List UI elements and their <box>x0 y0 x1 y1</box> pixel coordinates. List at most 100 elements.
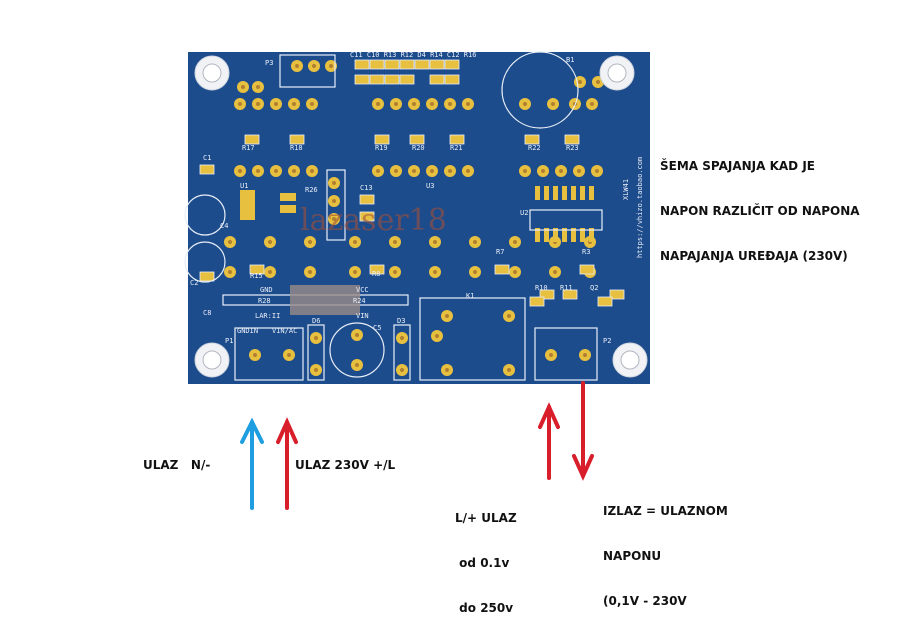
silk-label-c5: C5 <box>373 324 381 332</box>
smd-pad <box>564 134 580 145</box>
smd-pad <box>529 296 545 307</box>
mounting-hole <box>599 55 635 91</box>
pad-hole <box>430 102 434 106</box>
smd-pad <box>399 74 415 85</box>
pad-hole <box>332 181 336 185</box>
silk-label-u2: U2 <box>520 209 528 217</box>
silk-label-r20: R20 <box>412 144 425 152</box>
buzzer-b1-outline <box>501 51 579 129</box>
arrow-load-input <box>538 402 560 480</box>
pad-hole <box>308 270 312 274</box>
pad-hole <box>473 240 477 244</box>
pad-hole <box>445 368 449 372</box>
arrow-neutral-input <box>240 417 264 510</box>
pad-hole <box>310 102 314 106</box>
arrow-output <box>572 381 594 481</box>
pcb-url: https://vhizo.taobao.com <box>636 157 644 258</box>
smd-pad <box>369 74 385 85</box>
pad-hole <box>590 102 594 106</box>
smd-pad <box>444 59 460 70</box>
ic-pin <box>571 228 576 242</box>
watermark: lazaser18 <box>300 203 447 238</box>
silk-label-p1: P1 <box>225 337 233 345</box>
pad-hole <box>507 368 511 372</box>
pad-hole <box>445 314 449 318</box>
capacitor-c4-outline <box>184 194 226 236</box>
ic-pin <box>571 186 576 200</box>
smd-pad <box>384 59 400 70</box>
pad-hole <box>353 270 357 274</box>
pad-hole <box>523 169 527 173</box>
smd-pad <box>359 211 375 222</box>
pot-outline <box>326 169 346 241</box>
silk-label-ver: XLW41 <box>622 179 630 200</box>
smd-pad <box>384 74 400 85</box>
silk-label-r22: R22 <box>528 144 541 152</box>
smd-pad <box>609 289 625 300</box>
diode-d3-outline <box>393 324 411 381</box>
regulator-tab <box>240 190 255 220</box>
ic-pin <box>562 228 567 242</box>
ic-pin <box>580 186 585 200</box>
relay-k1-outline <box>419 297 526 381</box>
smd-pad <box>562 289 578 300</box>
smd-pad <box>414 59 430 70</box>
label-line: NAPONU <box>603 549 662 563</box>
silk-label-c8: C8 <box>203 309 211 317</box>
pad-hole <box>430 169 434 173</box>
title-line: NAPAJANJA UREĐAJA (230V) <box>660 249 848 263</box>
silk-label-r8: R8 <box>372 270 380 278</box>
silk-label-q2: Q2 <box>590 284 598 292</box>
jumper-pads <box>290 285 360 315</box>
silk-label-gndin: GNDIN <box>237 327 258 335</box>
pad-hole <box>393 270 397 274</box>
pad-hole <box>583 353 587 357</box>
silk-label-r3: R3 <box>582 248 590 256</box>
pad-group <box>199 59 625 376</box>
silk-label-r17: R17 <box>242 144 255 152</box>
smd-pad <box>579 264 595 275</box>
pad-hole <box>256 102 260 106</box>
terminal-p2-outline <box>534 327 598 381</box>
pad-hole <box>353 240 357 244</box>
smd-pad <box>280 193 296 201</box>
silk-label-p2: P2 <box>603 337 611 345</box>
pad-hole <box>433 270 437 274</box>
terminal-p1-outline <box>234 327 304 381</box>
pad-hole <box>513 270 517 274</box>
silk-label-r19: R19 <box>375 144 388 152</box>
silk-label-gnd: GND <box>260 286 273 294</box>
silk-label-c2: C2 <box>190 279 198 287</box>
pad-hole <box>376 169 380 173</box>
capacitor-c5-outline <box>329 322 385 378</box>
pad-hole <box>577 169 581 173</box>
smd-pad <box>244 134 260 145</box>
pad-hole <box>332 217 336 221</box>
capacitor-c2-outline <box>184 241 226 283</box>
smd-pad <box>280 205 296 213</box>
silk-label-c13: C13 <box>360 184 373 192</box>
pad-hole <box>553 270 557 274</box>
silk-label-r11: R11 <box>560 284 573 292</box>
pad-hole <box>274 169 278 173</box>
silk-label-r10: R10 <box>535 284 548 292</box>
smd-pad <box>374 134 390 145</box>
pad-hole <box>523 102 527 106</box>
silk-label-vcc: VCC <box>356 286 369 294</box>
pad-hole <box>292 102 296 106</box>
pad-hole <box>332 199 336 203</box>
pad-hole <box>314 336 318 340</box>
pad-hole <box>595 169 599 173</box>
silk-label-r26: R26 <box>305 186 318 194</box>
silk-label-p3: P3 <box>265 59 273 67</box>
pad-hole <box>394 169 398 173</box>
silk-label-d6: D6 <box>312 317 320 325</box>
smd-pad <box>494 264 510 275</box>
smd-pad <box>354 59 370 70</box>
pad-hole <box>578 80 582 84</box>
silk-label-c4: C4 <box>220 222 228 230</box>
mounting-hole <box>612 342 648 378</box>
pad-hole <box>448 169 452 173</box>
pad-hole <box>295 64 299 68</box>
